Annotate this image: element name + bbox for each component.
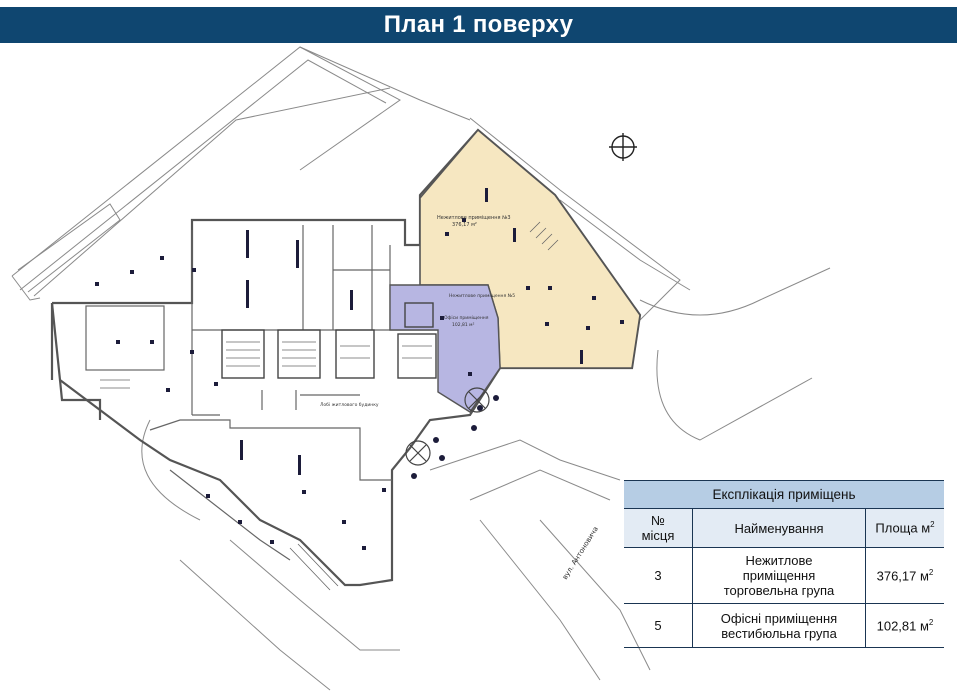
- header-name: Найменування: [692, 508, 866, 548]
- exterior-columns: [411, 395, 499, 479]
- lobby-label: Лобі житлового будинку: [320, 402, 379, 408]
- table-row: 3 Нежитлове приміщення торговельна група…: [624, 547, 944, 604]
- site-outline: [11, 46, 831, 691]
- explication-title: Експлікація приміщень: [624, 480, 944, 509]
- explication-table: Експлікація приміщень № місця Найменуван…: [624, 480, 944, 648]
- unit-5-area: [389, 284, 501, 413]
- floor-plan: Нежитлове приміщення №3 376,17 м² Нежитл…: [11, 46, 831, 691]
- unit-3-area-label: 376,17 м²: [452, 222, 477, 228]
- row-name: Офісні приміщення вестибюльна група: [692, 603, 866, 648]
- row-number: 5: [624, 603, 693, 648]
- columns: [95, 188, 624, 550]
- page-title: План 1 поверху: [383, 11, 574, 38]
- unit-3-label: Нежитлове приміщення №3: [437, 215, 511, 221]
- interior-walls: [85, 225, 438, 561]
- unit-5-area-label: 102,81 м²: [452, 322, 475, 328]
- row-name: Нежитлове приміщення торговельна група: [692, 547, 866, 604]
- row-number: 3: [624, 547, 693, 604]
- unit-5-label: Нежитлове приміщення №5: [449, 293, 515, 299]
- compass-icon: [609, 133, 637, 161]
- row-area: 102,81 м2: [865, 603, 944, 648]
- street-label: вул. Антоновича: [561, 525, 600, 581]
- header-area: Площа м2: [865, 508, 944, 548]
- table-row: 5 Офісні приміщення вестибюльна група 10…: [624, 603, 944, 648]
- unit-5-sublabel: Офіси приміщення: [444, 315, 489, 321]
- building-walls: [50, 128, 642, 587]
- header-number: № місця: [624, 508, 693, 548]
- stair-treads: [100, 221, 559, 591]
- revolving-doors: [405, 387, 490, 466]
- title-bar: План 1 поверху: [0, 7, 957, 43]
- stair-cores: [221, 302, 437, 379]
- row-area: 376,17 м2: [865, 547, 944, 604]
